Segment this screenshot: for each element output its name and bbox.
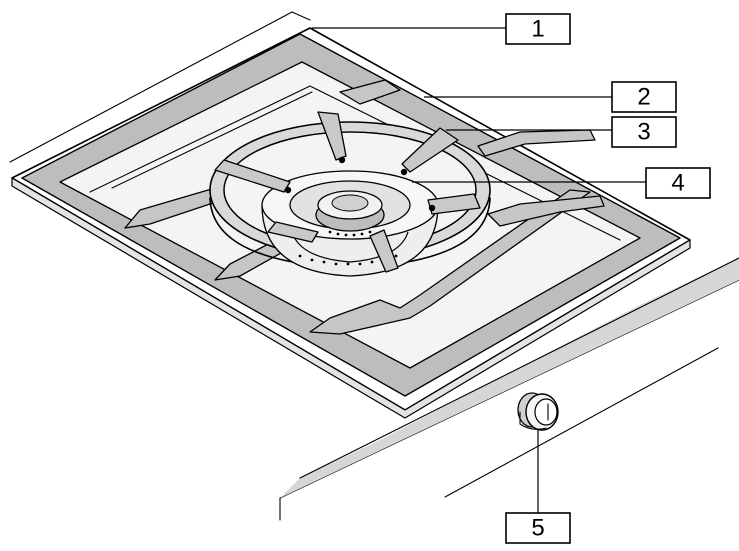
leader-lines xyxy=(312,27,646,513)
pan-support-arms xyxy=(124,79,605,335)
callout-1-label: 1 xyxy=(531,16,544,43)
callout-5-label: 5 xyxy=(531,515,544,542)
callout-2-label: 2 xyxy=(637,84,650,111)
control-panel-strip xyxy=(280,257,739,498)
callout-1: 1 xyxy=(505,13,571,45)
callout-5: 5 xyxy=(505,512,571,544)
callout-3: 3 xyxy=(611,116,677,148)
callout-4: 4 xyxy=(645,167,711,199)
callout-4-label: 4 xyxy=(671,170,684,197)
callout-2: 2 xyxy=(611,81,677,113)
wok-burner-grate xyxy=(209,111,491,277)
control-knob xyxy=(517,392,559,431)
callout-3-label: 3 xyxy=(637,119,650,146)
